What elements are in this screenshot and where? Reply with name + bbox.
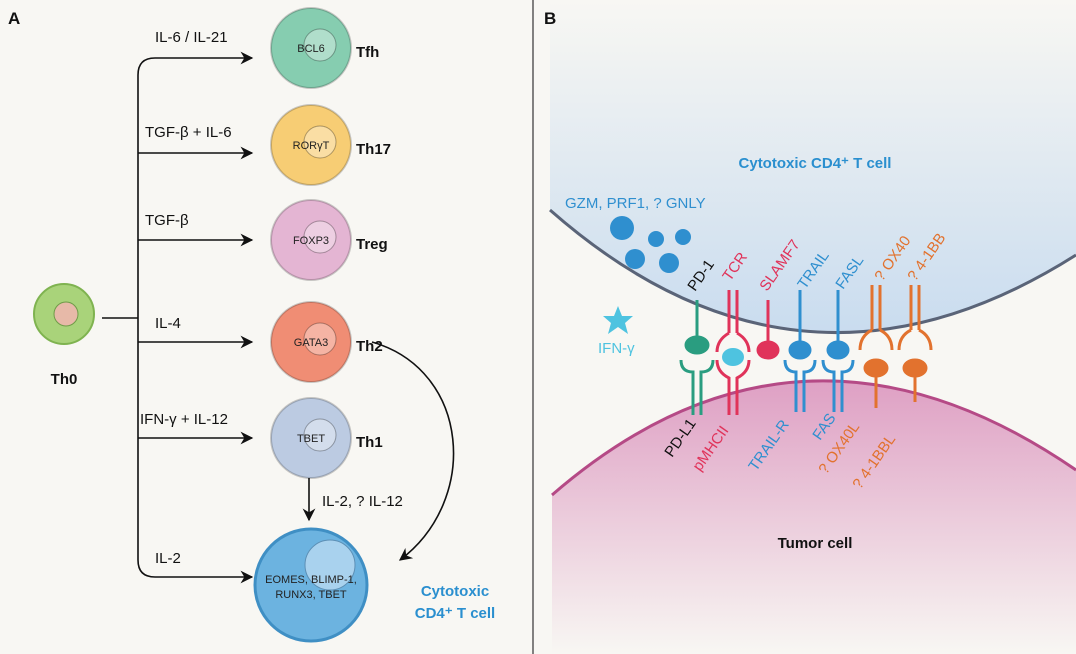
fasl-fas — [821, 290, 855, 412]
slamf7 — [756, 300, 780, 360]
transcription-factor: BCL6 — [297, 43, 325, 55]
cell-name: Treg — [356, 236, 388, 253]
pd1-pdl1 — [679, 300, 715, 415]
ox40-ox40l — [858, 285, 894, 408]
signal-th1-to-ctl: IL-2, ? IL-12 — [322, 493, 403, 510]
4-1bb-4-1bbl — [897, 285, 933, 402]
panel-b-label: B — [544, 9, 556, 28]
ctl-label-line1: Cytotoxic — [421, 583, 489, 600]
cell-treg: FOXP3 Treg — [270, 199, 388, 281]
signal-th2: IL-4 — [155, 315, 181, 332]
ifn-gamma-label: IFN-γ — [598, 340, 635, 357]
signal-th17: TGF-β + IL-6 — [145, 124, 232, 141]
granules-label: GZM, PRF1, ? GNLY — [565, 195, 706, 212]
panel-a-label: A — [8, 9, 20, 28]
tumor-cell-membrane — [551, 379, 1076, 497]
transcription-factor: RORγT — [293, 140, 330, 152]
granules — [610, 216, 691, 273]
t-cell-body — [550, 0, 1076, 333]
trail-trailr — [783, 290, 817, 412]
cell-name: Th1 — [356, 434, 383, 451]
receptor-pairs — [679, 285, 933, 415]
differentiation-arrows — [102, 51, 455, 584]
cell-name: Th17 — [356, 141, 391, 158]
th0-label: Th0 — [51, 371, 78, 388]
cell-name: Th2 — [356, 338, 383, 355]
cell-th1: TBET Th1 — [270, 397, 383, 479]
cell-name: Tfh — [356, 44, 379, 61]
ctl-title: Cytotoxic CD4⁺ T cell — [739, 155, 892, 172]
ctl-factors-line2: RUNX3, TBET — [275, 589, 347, 601]
tumor-cell-body — [552, 380, 1076, 654]
th0-cell — [33, 283, 95, 345]
transcription-factor: FOXP3 — [293, 235, 329, 247]
cell-tfh: BCL6 Tfh — [270, 7, 379, 89]
signal-tfh: IL-6 / IL-21 — [155, 29, 228, 46]
cell-th17: RORγT Th17 — [270, 104, 391, 186]
ctl-label-line2: CD4⁺ T cell — [415, 605, 495, 622]
signal-th1: IFN-γ + IL-12 — [140, 411, 228, 428]
signal-treg: TGF-β — [145, 212, 189, 229]
tumor-cell-label: Tumor cell — [778, 535, 853, 552]
cell-th2: GATA3 Th2 — [270, 301, 383, 383]
cytotoxic-cd4-cell — [253, 527, 369, 643]
signal-th0-to-ctl: IL-2 — [155, 550, 181, 567]
transcription-factor: GATA3 — [294, 337, 328, 349]
t-cell-membrane — [549, 208, 1076, 335]
ifn-gamma-star-icon — [603, 306, 633, 334]
transcription-factor: TBET — [297, 433, 325, 445]
ctl-factors-line1: EOMES, BLIMP-1, — [265, 574, 357, 586]
tcr-pmhcii — [715, 290, 751, 415]
